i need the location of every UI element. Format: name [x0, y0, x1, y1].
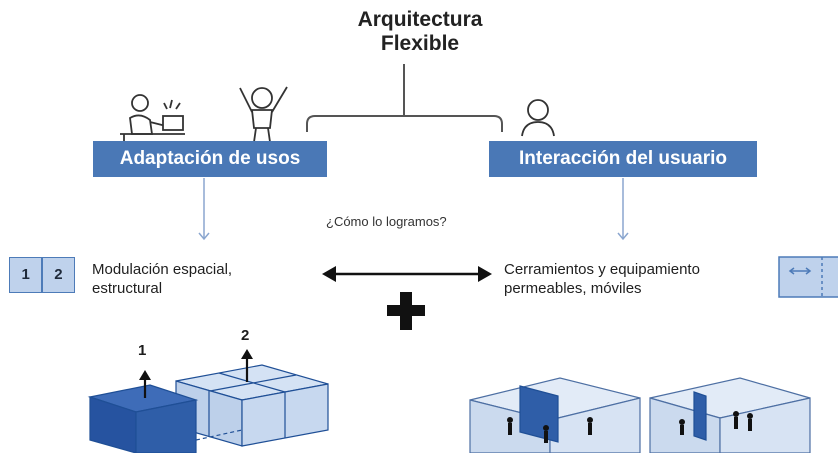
lift-arrows [139, 349, 253, 398]
plus-sign-vertical [400, 292, 412, 330]
module-divider [41, 258, 43, 292]
user-interaction-box: Interacción del usuario [489, 141, 757, 177]
how-question: ¿Cómo lo logramos? [326, 214, 447, 229]
adaptation-of-uses-box: Adaptación de usos [93, 141, 327, 177]
module-number-1: 1 [21, 266, 30, 283]
child-cheering-icon [239, 86, 288, 143]
spatial-modulation-text: Modulación espacial, estructural [92, 260, 232, 298]
title-line-2: Flexible [380, 32, 460, 55]
block-label-2: 2 [241, 327, 250, 344]
title-bracket [306, 64, 503, 132]
double-arrow [322, 266, 492, 282]
room-partition-illustration-2 [649, 377, 811, 453]
diagram-title: Arquitectura Flexible [300, 8, 540, 56]
block-label-1: 1 [138, 342, 147, 359]
enclosures-line-1: Cerramientos y equipamiento [504, 261, 700, 278]
user-icon [521, 99, 555, 137]
down-arrow-left [198, 178, 210, 241]
enclosures-text: Cerramientos y equipamiento permeables, … [504, 260, 700, 298]
module-number-2: 2 [54, 266, 63, 283]
room-partition-illustration-1 [469, 377, 641, 453]
sliding-panel-icon [778, 256, 838, 298]
enclosures-line-2: permeables, móviles [504, 280, 642, 297]
modular-blocks-illustration [87, 364, 329, 453]
title-line-1: Arquitectura [357, 8, 483, 31]
spatial-modulation-line-2: estructural [92, 280, 163, 297]
down-arrow-right [617, 178, 629, 241]
spatial-modulation-line-1: Modulación espacial, [92, 261, 233, 278]
module-icon: 1 2 [9, 257, 75, 293]
person-at-desk-icon [120, 94, 185, 142]
